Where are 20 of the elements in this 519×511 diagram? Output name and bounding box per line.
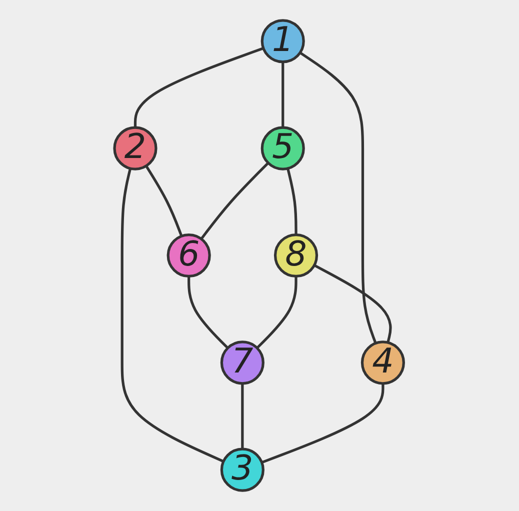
- node-circle: 6: [167, 233, 212, 278]
- connector: [256, 276, 298, 349]
- connector: [121, 168, 224, 463]
- connector: [145, 165, 184, 237]
- node-circle: 3: [220, 448, 265, 492]
- connector: [300, 52, 378, 344]
- connector: [286, 168, 298, 235]
- connector: [282, 62, 285, 128]
- node-circle: 1: [261, 19, 306, 64]
- node-circle: 5: [261, 126, 306, 170]
- connector: [262, 383, 385, 464]
- connector: [200, 162, 270, 240]
- connector: [242, 383, 244, 450]
- connector: [134, 47, 264, 128]
- node-circle: 7: [220, 340, 265, 385]
- node-circle: 8: [274, 233, 318, 278]
- node-circle: 4: [361, 340, 406, 385]
- node-circle: 2: [114, 126, 158, 170]
- connector: [188, 276, 230, 349]
- connector: [314, 264, 392, 343]
